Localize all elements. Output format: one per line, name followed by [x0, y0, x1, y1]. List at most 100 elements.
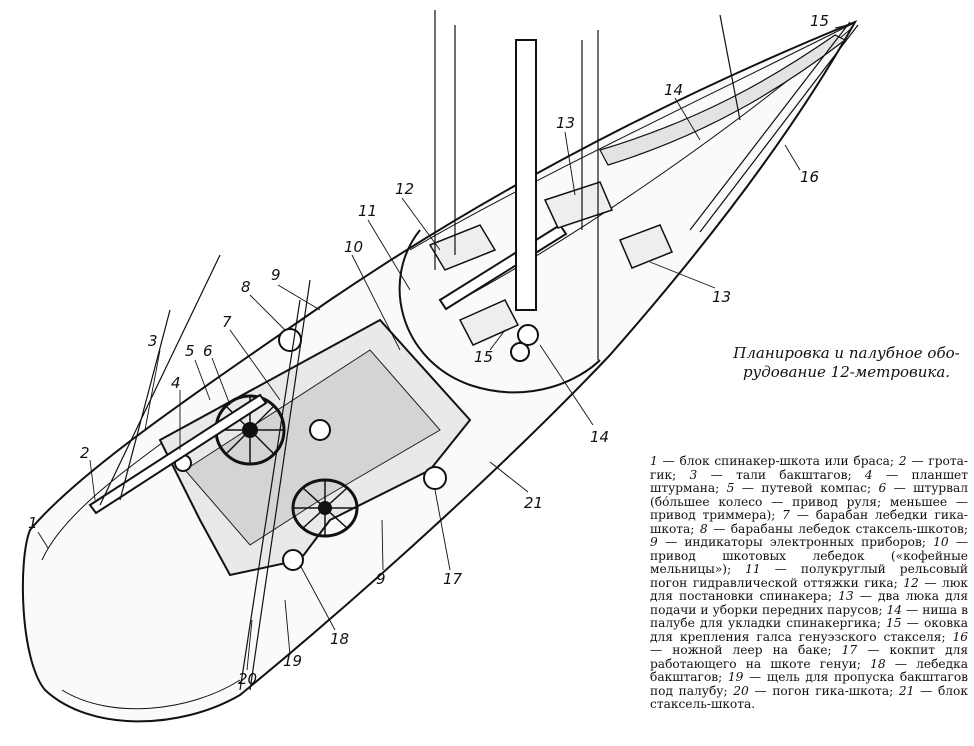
leader-lines	[37, 24, 849, 671]
legend-item-number: 15	[885, 616, 902, 630]
legend-item-number: 13	[838, 589, 854, 603]
label-4: 4	[171, 374, 181, 392]
legend-item-number: 9	[650, 535, 658, 549]
trimmer-wheel	[291, 478, 359, 538]
caption-line-2: рудование 12-метровика.	[742, 363, 951, 381]
rigging	[99, 10, 859, 691]
mast	[515, 39, 537, 311]
label-11: 11	[358, 202, 377, 220]
foredeck-niche	[599, 34, 847, 166]
legend-item: 1 — блок спинакер-шкота или браса;	[650, 454, 895, 468]
label-2: 2	[80, 444, 90, 462]
legend-item-text: блок стаксель-шкота.	[650, 683, 969, 711]
label-5: 5	[185, 342, 195, 360]
label-17: 17	[443, 570, 463, 588]
legend-item-text: ниша в палубе для укладки спинакергика;	[650, 602, 968, 630]
legend-item-text: лебедка бакштагов;	[650, 656, 969, 684]
label-10: 10	[344, 238, 363, 256]
label-12: 12	[395, 180, 414, 198]
deck-edge	[41, 429, 241, 710]
legend-item-text: путевой компас;	[761, 481, 872, 495]
legend-item-text: тали бакштагов;	[736, 467, 852, 482]
legend-item-text: барабаны лебедок стаксель-шкотов;	[730, 521, 968, 536]
legend-item-text: грота-гик;	[650, 454, 969, 482]
figure-caption: Планировка и палубное обо- рудование 12-…	[724, 344, 969, 382]
label-15a: 15	[810, 12, 829, 30]
label-8: 8	[241, 278, 251, 296]
legend-item: 17 — кокпит для работающего на шкоте ген…	[650, 643, 969, 671]
legend-item: 3 — тали бакштагов;	[689, 467, 852, 482]
legend-item-number: 3	[689, 467, 698, 482]
legend-item-number: 10	[933, 535, 949, 549]
legend-item-number: 20	[733, 683, 749, 698]
legend-item: 20 — погон гика-шкота;	[733, 683, 894, 698]
legend-item: 8 — барабаны лебедок стаксель-шкотов;	[699, 521, 968, 536]
legend-item-text: два люка для подачи и уборки передних па…	[650, 589, 969, 617]
label-9: 9	[271, 266, 281, 284]
legend-item-number: 1	[650, 454, 658, 468]
legend-item-number: 19	[727, 670, 744, 684]
cockpit-floor	[184, 349, 441, 546]
legend-item-number: 12	[903, 575, 919, 590]
legend-item-number: 11	[745, 562, 761, 576]
legend-item: 13 — два люка для подачи и уборки передн…	[650, 589, 969, 617]
label-20: 20	[238, 670, 257, 688]
legend-item-text: привод шкотовых лебедок («кофейные мельн…	[650, 548, 968, 576]
legend-item: 12 — люк для постановки спинакера;	[650, 575, 969, 603]
legend-item-number: 6	[878, 481, 887, 495]
label-15b: 15	[474, 348, 493, 366]
legend-item-number: 16	[952, 629, 968, 644]
label-3: 3	[148, 332, 158, 350]
legend-item: 21 — блок стаксель-шкота.	[650, 683, 969, 711]
legend-item-text: планшет штурмана;	[650, 467, 968, 495]
legend-item-number: 17	[841, 643, 858, 657]
legend-item-number: 8	[699, 521, 708, 536]
legend-item: 19 — щель для пропуска бакштагов под пал…	[650, 670, 969, 698]
legend-item-text: барабан лебедки гика-шкота;	[650, 508, 968, 536]
legend-item-number: 21	[898, 683, 915, 698]
legend-item-text: погон гика-шкота;	[772, 683, 894, 698]
legend-item: 5 — путевой компас;	[726, 481, 872, 495]
legend-item-text: ножной леер на баке;	[672, 643, 832, 657]
legend-item-text: индикаторы электронных приборов;	[684, 535, 926, 549]
label-16: 16	[800, 168, 819, 186]
label-13b: 13	[712, 288, 731, 306]
legend-item-text: кокпит для работающего на шкоте генуи;	[650, 643, 969, 671]
legend-item-text: блок спинакер-шкота или браса;	[679, 454, 895, 468]
semicircular-track	[398, 229, 601, 394]
legend-item: 15 — оковка для крепления галса генуэзск…	[650, 616, 969, 644]
legend-item-number: 4	[864, 467, 873, 482]
legend-item-text: щель для пропуска бакштагов под палубу;	[650, 670, 969, 698]
legend-item-number: 5	[726, 481, 735, 495]
hatches	[428, 181, 674, 346]
legend-item: 11 — полукруглый рельсовый погон гидравл…	[650, 562, 969, 590]
label-9b: 9	[376, 570, 386, 588]
legend-item: 7 — барабан лебедки гика-шкота;	[650, 508, 968, 536]
label-14b: 14	[590, 428, 609, 446]
legend-item: 2 — грота-гик;	[650, 454, 969, 482]
legend-item-number: 18	[870, 656, 886, 671]
part-labels: 1 2 3 4 5 6 7 8 9 10 11 12 13 13 14 14 1…	[28, 12, 829, 688]
legend-item-number: 14	[886, 602, 903, 617]
label-14a: 14	[664, 81, 683, 99]
caption-line-1: Планировка и палубное обо-	[733, 344, 960, 362]
legend-item-text: штурвал (бо́льшее колесо — привод руля; …	[650, 481, 969, 522]
legend-text: 1 — блок спинакер-шкота или браса; 2 — г…	[650, 454, 969, 712]
label-13a: 13	[556, 114, 575, 132]
legend-item: 14 — ниша в палубе для укладки спинакерг…	[650, 602, 968, 630]
legend-item: 6 — штурвал (бо́льшее колесо — привод ру…	[650, 481, 969, 522]
legend-item-text: оковка для крепления галса генуэзского с…	[650, 616, 969, 644]
legend-item-number: 2	[898, 454, 907, 468]
label-7: 7	[222, 313, 232, 331]
legend-item: 9 — индикаторы электронных приборов;	[650, 535, 926, 549]
legend-item-text: люк для постановки спинакера;	[650, 575, 969, 603]
label-19: 19	[283, 652, 302, 670]
main-boom	[88, 393, 268, 515]
legend-item: 18 — лебедка бакштагов;	[650, 656, 969, 684]
legend-item-number: 7	[782, 508, 790, 522]
label-21: 21	[524, 494, 543, 512]
legend-item: 4 — планшет штурмана;	[650, 467, 968, 495]
label-18: 18	[330, 630, 349, 648]
label-6: 6	[203, 342, 213, 360]
